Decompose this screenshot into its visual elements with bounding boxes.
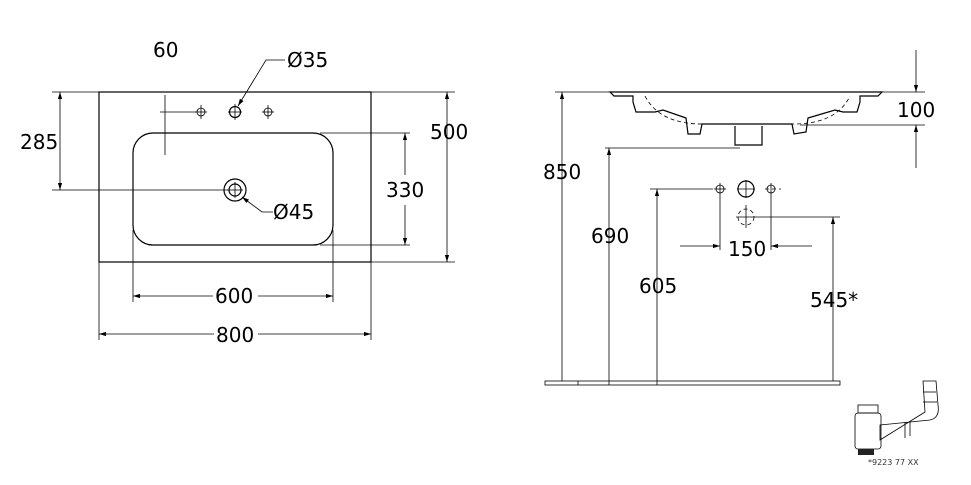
dim-605: 605 xyxy=(639,274,677,298)
tap-holes xyxy=(195,104,274,120)
floor-line xyxy=(544,380,841,386)
drain-outlet xyxy=(734,126,763,146)
dim-545: 545* xyxy=(810,288,858,312)
dim-500: 500 xyxy=(430,120,468,144)
dim-600: 600 xyxy=(215,284,253,308)
dim-tap-hole-diameter: Ø35 xyxy=(287,48,328,72)
dim-850: 850 xyxy=(543,160,581,184)
side-view: 100 850 690 605 150 545* xyxy=(543,50,935,386)
dim-60: 60 xyxy=(153,38,178,62)
top-view: 285 60 Ø35 Ø45 500 330 600 800 xyxy=(20,38,468,347)
dim-285: 285 xyxy=(20,130,58,154)
dim-drain-diameter: Ø45 xyxy=(273,200,314,224)
dim-100: 100 xyxy=(897,98,935,122)
siphon-illustration: *9223 77 XX xyxy=(854,380,939,467)
siphon-part-number: *9223 77 XX xyxy=(868,458,919,467)
dim-150: 150 xyxy=(728,237,766,261)
washbasin-profile xyxy=(608,91,884,135)
basin-bowl xyxy=(132,132,334,246)
dim-690: 690 xyxy=(591,224,629,248)
washbasin-outline xyxy=(98,91,372,263)
side-tap-holes xyxy=(650,180,781,250)
dim-800: 800 xyxy=(216,323,254,347)
dim-330: 330 xyxy=(386,178,424,202)
